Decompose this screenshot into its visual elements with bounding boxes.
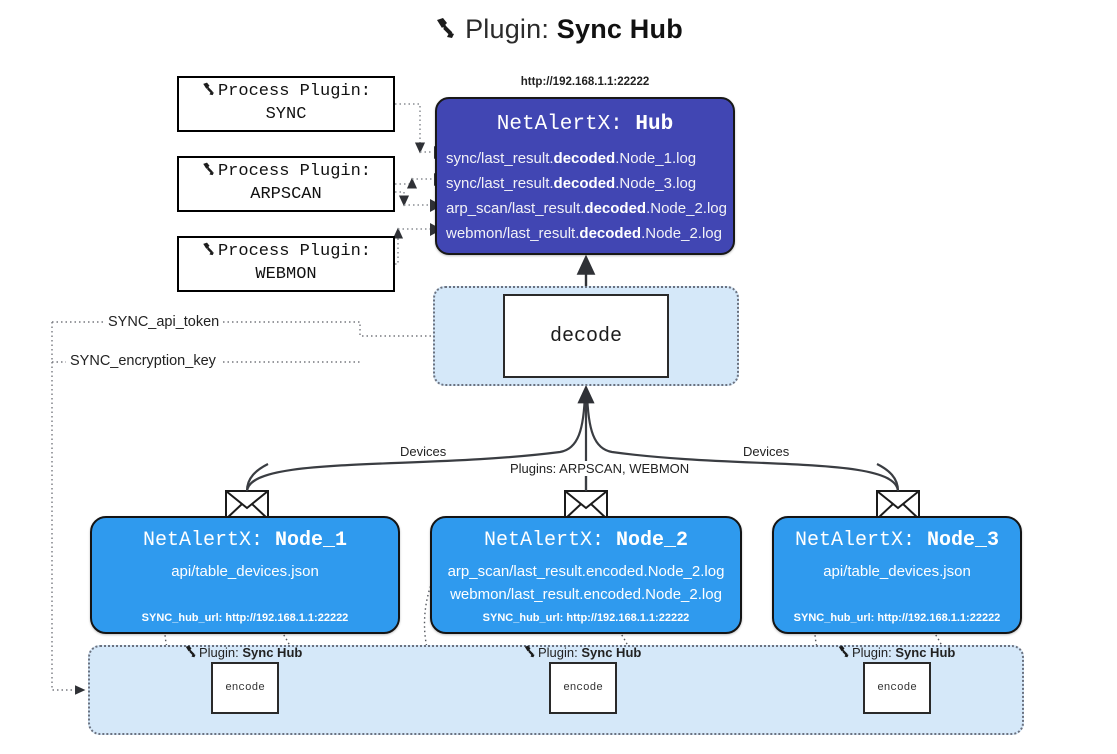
node-title: NetAlertX: Node_1	[142, 529, 348, 552]
node-box-node-3[interactable]: NetAlertX: Node_3 api/table_devices.json…	[772, 516, 1022, 634]
node-lines: api/table_devices.json	[774, 560, 1020, 583]
process-plugin-name: WEBMON	[255, 265, 317, 284]
hub-log-list: sync/last_result.decoded.Node_1.log sync…	[437, 146, 733, 246]
node-line: webmon/last_result.encoded.Node_2.log	[450, 586, 722, 603]
plug-icon	[184, 645, 199, 660]
decode-box[interactable]: decode	[503, 294, 669, 378]
hub-log-row: sync/last_result.decoded.Node_1.log	[446, 150, 697, 167]
hub-title: NetAlertX: Hub	[437, 113, 733, 136]
plug-icon	[837, 645, 852, 660]
process-plugin-label: Process Plugin:	[217, 162, 372, 182]
plug-icon	[434, 17, 460, 48]
plug-icon	[201, 242, 218, 261]
node-title: NetAlertX: Node_3	[794, 529, 1000, 552]
node-line: arp_scan/last_result.encoded.Node_2.log	[447, 563, 725, 580]
node-line: api/table_devices.json	[171, 563, 319, 580]
node-hub-url: SYNC_hub_url: http://192.168.1.1:22222	[141, 612, 349, 624]
page-title: Plugin: Sync Hub	[0, 14, 1117, 48]
plug-icon	[201, 82, 218, 101]
hub-log-row: arp_scan/last_result.decoded.Node_2.log	[446, 200, 727, 217]
process-plugin-label: Process Plugin:	[217, 82, 372, 102]
process-plugin-name: ARPSCAN	[250, 185, 322, 204]
encode-box-3[interactable]: encode	[863, 662, 931, 714]
encode-box-1[interactable]: encode	[211, 662, 279, 714]
process-plugin-label: Process Plugin:	[217, 242, 372, 262]
sync-encryption-key-label: SYNC_encryption_key	[66, 353, 220, 369]
hub-title-prefix: NetAlertX:	[496, 113, 623, 136]
hub-log-row: sync/last_result.decoded.Node_3.log	[446, 175, 697, 192]
node-box-node-1[interactable]: NetAlertX: Node_1 api/table_devices.json…	[90, 516, 400, 634]
edge-label-devices-left: Devices	[395, 444, 452, 459]
envelope-icon-group	[225, 490, 920, 520]
edge-label-plugins: Plugins: ARPSCAN, WEBMON	[505, 461, 695, 476]
encode-box-2[interactable]: encode	[549, 662, 617, 714]
process-plugin-name: SYNC	[265, 105, 307, 124]
page-title-prefix: Plugin:	[465, 14, 550, 44]
node-box-node-2[interactable]: NetAlertX: Node_2 arp_scan/last_result.e…	[430, 516, 742, 634]
node-hub-url: SYNC_hub_url: http://192.168.1.1:22222	[793, 612, 1001, 624]
node-hub-url: SYNC_hub_url: http://192.168.1.1:22222	[482, 612, 690, 624]
process-plugin-box-arpscan[interactable]: Process Plugin: ARPSCAN	[177, 156, 395, 212]
encoder-plugin-label-3: Plugin: Sync Hub	[837, 645, 955, 660]
plug-icon	[201, 162, 218, 181]
process-plugin-box-sync[interactable]: Process Plugin: SYNC	[177, 76, 395, 132]
plug-icon	[523, 645, 538, 660]
process-plugin-box-webmon[interactable]: Process Plugin: WEBMON	[177, 236, 395, 292]
hub-title-name: Hub	[635, 113, 674, 136]
node-lines: arp_scan/last_result.encoded.Node_2.log …	[432, 560, 740, 606]
node-title: NetAlertX: Node_2	[483, 529, 689, 552]
hub-box[interactable]: NetAlertX: Hub sync/last_result.decoded.…	[435, 97, 735, 255]
node-line: api/table_devices.json	[823, 563, 971, 580]
edge-label-devices-right: Devices	[738, 444, 795, 459]
sync-api-token-label: SYNC_api_token	[104, 314, 224, 330]
encoder-plugin-label-2: Plugin: Sync Hub	[523, 645, 641, 660]
hub-log-row: webmon/last_result.decoded.Node_2.log	[446, 225, 722, 242]
page-title-name: Sync Hub	[556, 14, 683, 44]
hub-url-label: http://192.168.1.1:22222	[520, 76, 650, 88]
encoder-plugin-label-1: Plugin: Sync Hub	[184, 645, 302, 660]
node-lines: api/table_devices.json	[92, 560, 398, 583]
